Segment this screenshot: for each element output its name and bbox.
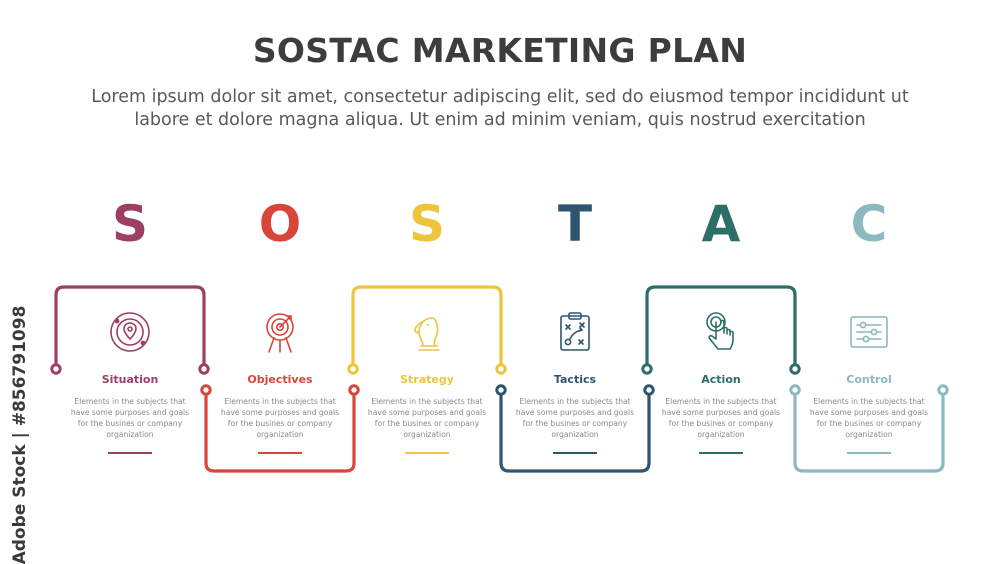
connector-node	[789, 363, 801, 375]
sostac-letter-action: A	[701, 195, 741, 253]
chess-knight-icon	[405, 310, 449, 354]
connector-action	[645, 285, 797, 371]
step-description-tactics: Elements in the subjects that have some …	[515, 397, 635, 439]
sostac-letter-situation: S	[111, 195, 148, 253]
step-label-objectives: Objectives	[247, 373, 313, 386]
sliders-icon	[847, 310, 891, 354]
connector-node	[347, 363, 359, 375]
page-title: SOSTAC MARKETING PLAN	[252, 31, 748, 70]
connector-strategy	[351, 285, 503, 371]
sostac-letter-tactics: T	[557, 195, 593, 253]
step-description-strategy: Elements in the subjects that have some …	[367, 397, 487, 439]
sostac-letter-objectives: O	[258, 195, 302, 253]
connector-node	[495, 384, 507, 396]
step-divider-strategy	[405, 452, 449, 454]
page-subtitle: Lorem ipsum dolor sit amet, consectetur …	[91, 87, 909, 130]
connector-node	[50, 363, 62, 375]
connector-node	[641, 363, 653, 375]
sostac-letter-strategy: S	[408, 195, 445, 253]
step-divider-objectives	[258, 452, 302, 454]
step-label-action: Action	[701, 373, 741, 386]
step-divider-control	[847, 452, 891, 454]
step-divider-tactics	[553, 452, 597, 454]
step-label-tactics: Tactics	[553, 373, 597, 386]
connector-node	[200, 384, 212, 396]
connector-objectives	[204, 388, 356, 473]
connector-control	[793, 388, 945, 473]
connector-node	[937, 384, 949, 396]
step-divider-situation	[108, 452, 152, 454]
connector-situation	[54, 285, 206, 371]
step-description-action: Elements in the subjects that have some …	[661, 397, 781, 439]
step-description-situation: Elements in the subjects that have some …	[70, 397, 190, 439]
sostac-letter-control: C	[850, 195, 888, 253]
step-description-objectives: Elements in the subjects that have some …	[220, 397, 340, 439]
connector-node	[789, 384, 801, 396]
touch-hand-icon	[699, 310, 743, 354]
step-description-control: Elements in the subjects that have some …	[809, 397, 929, 439]
connector-node	[198, 363, 210, 375]
connector-node	[643, 384, 655, 396]
step-divider-action	[699, 452, 743, 454]
location-globe-icon	[108, 310, 152, 354]
connector-node	[495, 363, 507, 375]
step-label-situation: Situation	[101, 373, 159, 386]
target-icon	[258, 310, 302, 354]
connector-tactics	[499, 388, 651, 473]
connector-node	[348, 384, 360, 396]
step-label-strategy: Strategy	[400, 373, 454, 386]
tactics-board-icon	[553, 310, 597, 354]
step-label-control: Control	[846, 373, 892, 386]
